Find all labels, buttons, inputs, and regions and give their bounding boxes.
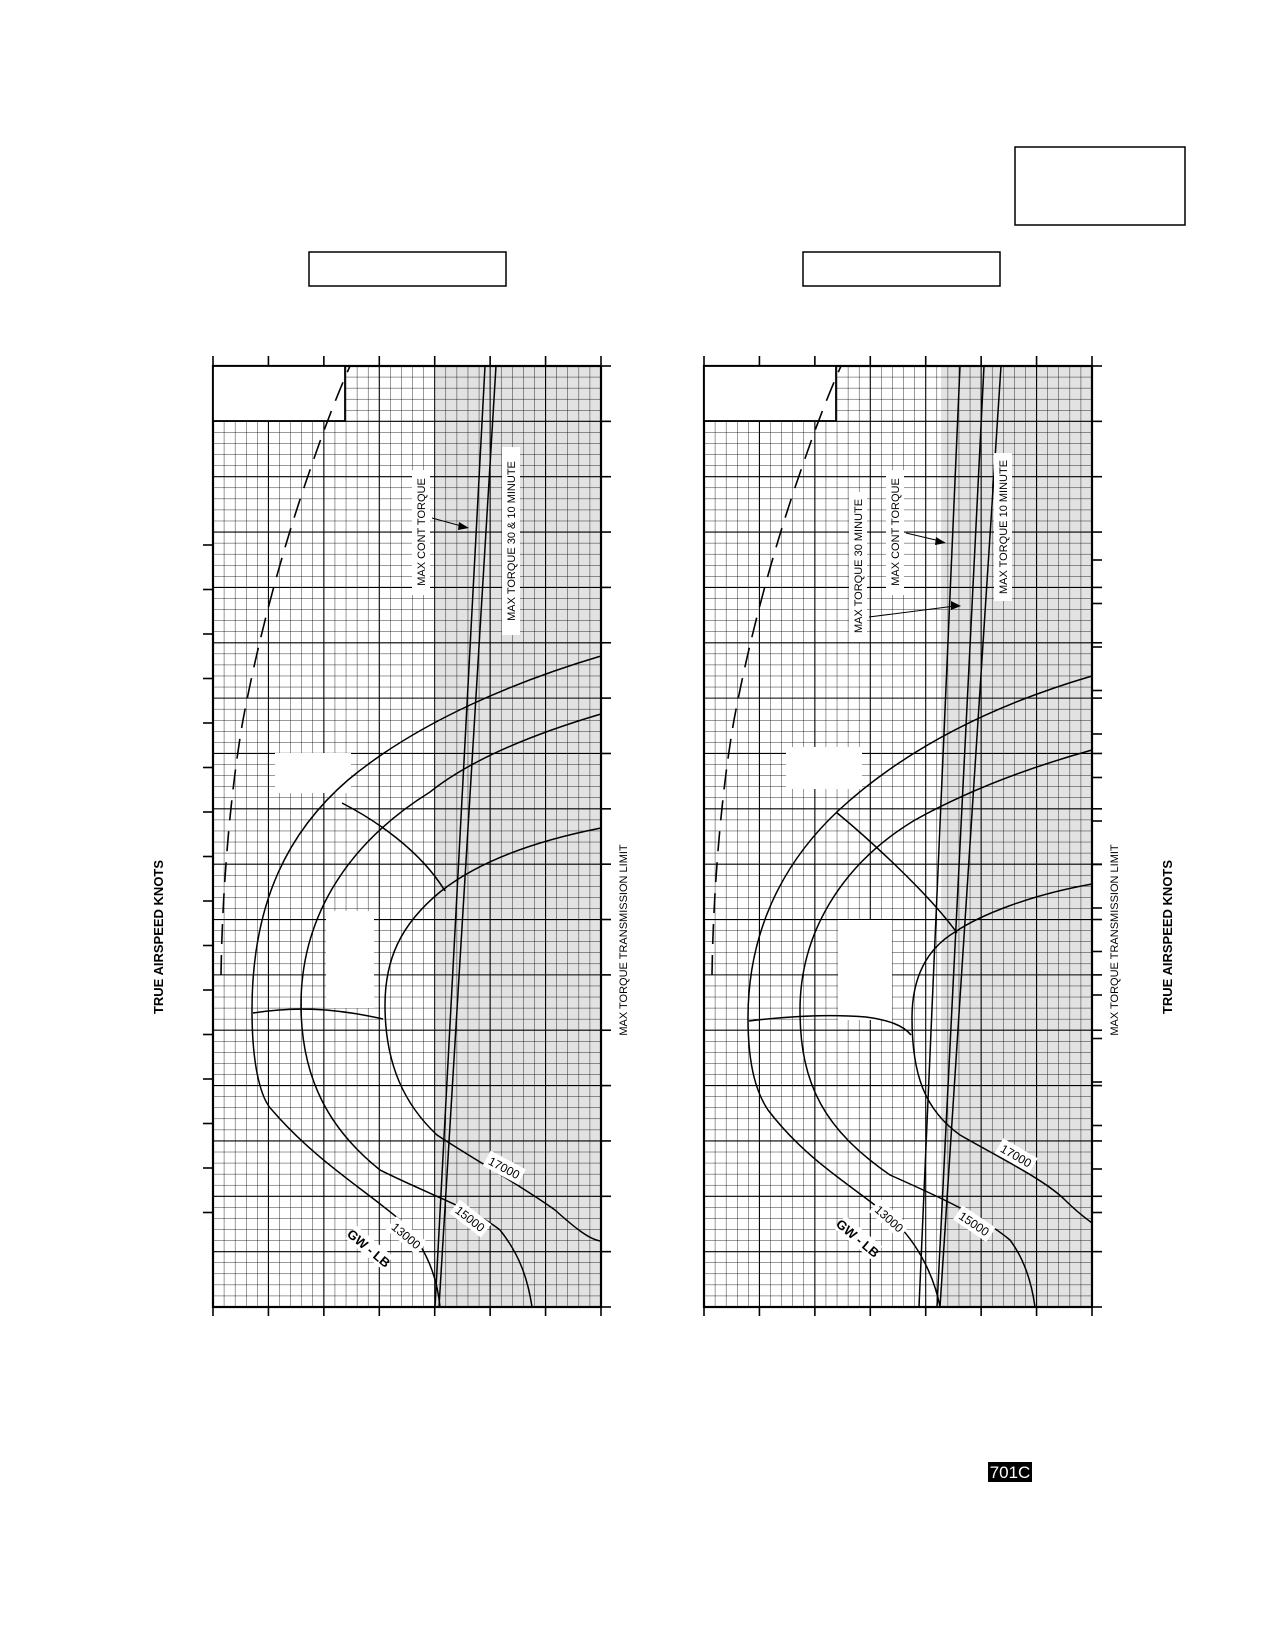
y-axis-label-right: TRUE AIRSPEED KNOTS	[1160, 860, 1175, 1014]
blank-patch	[326, 911, 374, 1008]
tick-marks	[703, 356, 1102, 1316]
arrow-head	[935, 537, 946, 545]
max-cont-torque-label: MAX CONT TORQUE	[416, 478, 428, 586]
arrow-head	[458, 522, 469, 530]
major-grid	[213, 366, 601, 1307]
label-bg	[412, 470, 430, 595]
chart-right: MAX TORQUE 30 MINUTE MAX CONT TORQUE MAX…	[702, 356, 1121, 1316]
max-cont-torque-label: MAX CONT TORQUE	[890, 478, 902, 586]
blank-patch	[786, 747, 862, 789]
label-bg	[952, 1205, 996, 1242]
gw-label: GW - LB	[344, 1226, 393, 1270]
cross-line-lower	[748, 1014, 912, 1036]
chart-frame	[702, 364, 1094, 1309]
chart-left: MAX CONT TORQUE MAX TORQUE 30 & 10 MINUT…	[203, 356, 630, 1316]
label-bg	[886, 470, 904, 595]
max-torque-30-line	[918, 365, 961, 1308]
max-torque-30-10-label: MAX TORQUE 30 & 10 MINUTE	[506, 461, 518, 621]
blank-patch	[275, 753, 351, 793]
label-bg	[834, 1215, 883, 1260]
corner-box	[703, 365, 837, 422]
major-grid	[704, 366, 1092, 1307]
y-axis-label-left: TRUE AIRSPEED KNOTS	[151, 860, 166, 1014]
chart-frame	[211, 364, 603, 1309]
label-bg	[449, 1199, 492, 1238]
max-cont-torque-line	[936, 365, 985, 1308]
corner-box	[212, 365, 346, 422]
label-bg	[502, 447, 520, 635]
cross-line-upper	[341, 802, 446, 892]
gw-curve-15000	[799, 749, 1093, 1308]
label-bg	[868, 1198, 910, 1239]
cross-line-upper	[835, 811, 958, 934]
label-bg	[345, 1225, 394, 1270]
cross-line-lower	[252, 1008, 384, 1020]
leader-arrow	[905, 532, 941, 542]
label-bg	[385, 1216, 428, 1255]
max-torque-10-line	[939, 365, 1002, 1308]
gw-label: GW - LB	[833, 1216, 882, 1260]
figure-code-text: 701C	[990, 1463, 1031, 1482]
label-bg	[994, 1138, 1038, 1173]
max-torque-30-10-line	[438, 365, 497, 1308]
figure-code-badge	[988, 1462, 1032, 1482]
max-torque-30-label: MAX TORQUE 30 MINUTE	[853, 499, 865, 633]
caption-box-left	[308, 251, 507, 287]
caption-box-right	[802, 251, 1001, 287]
transmission-limit-label: MAX TORQUE TRANSMISSION LIMIT	[1109, 844, 1121, 1036]
header-box-right	[1014, 146, 1186, 226]
gw-curve-15000	[300, 713, 602, 1308]
tick-marks	[203, 356, 611, 1316]
label-bg	[994, 453, 1012, 601]
transmission-limit-label: MAX TORQUE TRANSMISSION LIMIT	[618, 844, 630, 1036]
arrow-head	[951, 601, 961, 610]
max-torque-10-label: MAX TORQUE 10 MINUTE	[998, 460, 1010, 594]
max-cont-torque-line	[434, 365, 486, 1308]
label-bg	[482, 1150, 526, 1185]
dashed-curve	[711, 365, 842, 976]
gw-curve-17000	[384, 827, 602, 1242]
gw-curve-17000	[911, 883, 1093, 1224]
blank-patch	[838, 920, 892, 1020]
label-bg	[849, 492, 867, 642]
dashed-curve	[220, 365, 351, 976]
leader-arrow	[868, 605, 956, 618]
